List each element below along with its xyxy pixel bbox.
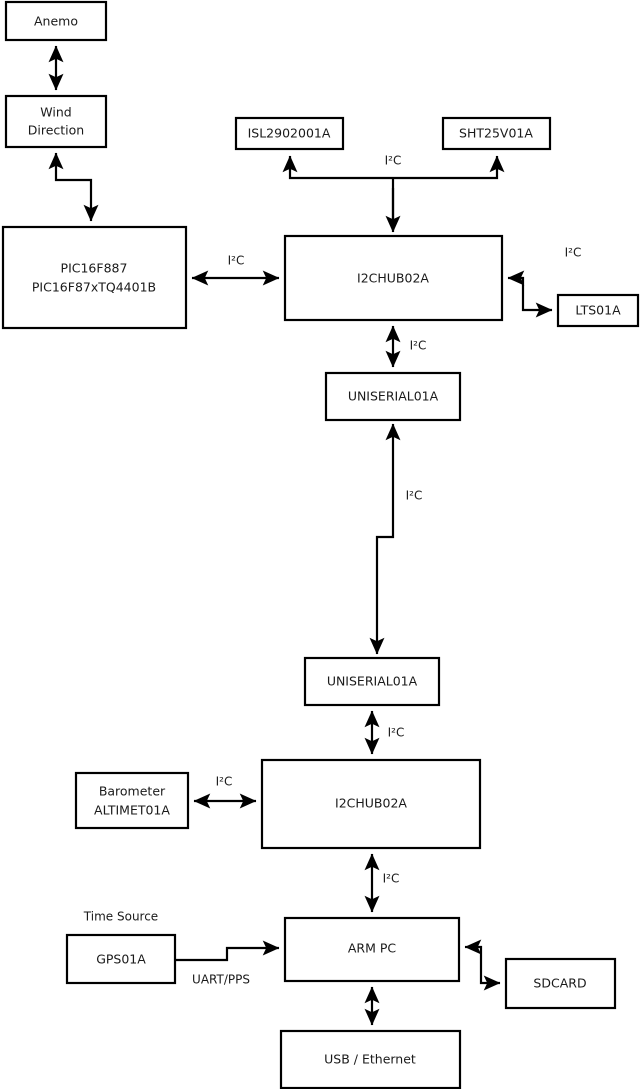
- node-label-uniserial-upper: UNISERIAL01A: [348, 389, 439, 404]
- edge-i2chub-top-uniserial-upper: I²C: [385, 325, 427, 368]
- edge-i2chub-bottom-arm-pc: I²C: [364, 853, 400, 913]
- node-barometer[interactable]: Barometer ALTIMET01A: [74, 771, 190, 830]
- edge-label-hub-sensors: I²C: [385, 154, 402, 168]
- node-sdcard[interactable]: SDCARD: [504, 957, 617, 1010]
- edge-line-to-lts: [513, 276, 553, 318]
- node-box[interactable]: [324, 371, 462, 422]
- edge-line: [48, 152, 99, 222]
- edge-arm-pc-sdcard: [464, 939, 501, 991]
- edge-uniserial-upper-lower: I²C: [369, 423, 423, 655]
- node-arm-pc[interactable]: ARM PC: [283, 916, 461, 983]
- edge-label-hub2-arm: I²C: [383, 872, 400, 886]
- edge-barometer-i2chub-bottom: I²C: [193, 775, 257, 809]
- edge-label-hub-uniserial-up: I²C: [410, 339, 427, 353]
- edge-label-barometer-hub2: I²C: [216, 775, 233, 789]
- node-box[interactable]: [303, 656, 441, 707]
- node-box[interactable]: [4, 94, 108, 149]
- edge-line-to-sht: [393, 160, 499, 180]
- node-box[interactable]: [441, 116, 552, 151]
- node-box[interactable]: [556, 293, 640, 328]
- node-box[interactable]: [65, 933, 177, 985]
- node-sht25v01a[interactable]: SHT25V01A: [441, 116, 552, 151]
- node-usb-ethernet[interactable]: USB / Ethernet: [279, 1029, 462, 1089]
- edge-wind-direction-pic: [48, 152, 99, 222]
- edge-i2chub-top-lts: I²C: [507, 246, 582, 318]
- node-label-wind-direction-line2: Direction: [28, 123, 84, 138]
- edge-pic-i2chub-top: I²C: [191, 254, 280, 286]
- node-box[interactable]: [279, 1029, 462, 1089]
- node-box[interactable]: [260, 758, 482, 850]
- edge-label-pic-hub: I²C: [228, 254, 245, 268]
- edge-line-to-isl: [288, 160, 393, 180]
- node-label-i2chub-top: I2CHUB02A: [357, 271, 429, 286]
- edge-line-to-sdcard: [470, 945, 501, 991]
- edge-i2chub-top-sensors: I²C: [282, 154, 505, 233]
- node-i2chub02a-top[interactable]: I2CHUB02A: [283, 234, 504, 322]
- edge-label-gps-arm: UART/PPS: [192, 973, 250, 987]
- node-label-wind-direction-line1: Wind: [40, 105, 71, 120]
- node-label-i2chub-bottom: I2CHUB02A: [335, 796, 407, 811]
- node-label-arm-pc: ARM PC: [348, 941, 397, 956]
- node-label-lts: LTS01A: [575, 303, 621, 318]
- edge-line: [375, 426, 395, 652]
- node-wind-direction[interactable]: Wind Direction: [4, 94, 108, 149]
- node-box[interactable]: [74, 771, 190, 830]
- node-pic16f887[interactable]: PIC16F887 PIC16F87xTQ4401B: [1, 225, 188, 330]
- node-box[interactable]: [1, 225, 188, 330]
- node-label-pic-line2: PIC16F87xTQ4401B: [32, 280, 156, 295]
- node-uniserial01a-lower[interactable]: UNISERIAL01A: [303, 656, 441, 707]
- edge-label-uniserial-link: I²C: [406, 489, 423, 503]
- edge-gps-arm-pc: UART/PPS: [175, 940, 280, 987]
- node-label-barometer-line2: ALTIMET01A: [94, 803, 170, 818]
- edge-label-hub-lts: I²C: [565, 246, 582, 260]
- node-label-uniserial-lower: UNISERIAL01A: [327, 674, 418, 689]
- node-label-barometer-line1: Barometer: [99, 784, 166, 799]
- node-label-sdcard: SDCARD: [533, 976, 586, 991]
- node-box[interactable]: [283, 916, 461, 983]
- node-label-anemo: Anemo: [34, 14, 78, 29]
- node-label-gps: GPS01A: [96, 952, 146, 967]
- node-box[interactable]: [234, 116, 345, 151]
- node-box[interactable]: [283, 234, 504, 322]
- node-lts01a[interactable]: LTS01A: [556, 293, 640, 328]
- node-label-isl: ISL2902001A: [248, 126, 331, 141]
- node-gps01a[interactable]: GPS01A: [65, 933, 177, 985]
- node-label-usb-ethernet: USB / Ethernet: [324, 1052, 416, 1067]
- edge-line: [175, 940, 280, 962]
- node-label-sht: SHT25V01A: [459, 126, 533, 141]
- node-box[interactable]: [504, 957, 617, 1010]
- annotation-time-source: Time Source: [83, 910, 158, 924]
- node-box[interactable]: [4, 0, 108, 42]
- node-anemo[interactable]: Anemo: [4, 0, 108, 42]
- node-uniserial01a-upper[interactable]: UNISERIAL01A: [324, 371, 462, 422]
- node-i2chub02a-bottom[interactable]: I2CHUB02A: [260, 758, 482, 850]
- edge-label-uniserial-hub2: I²C: [388, 726, 405, 740]
- edge-uniserial-lower-i2chub-bottom: I²C: [364, 710, 405, 755]
- node-label-pic-line1: PIC16F887: [61, 261, 128, 276]
- node-isl2902001a[interactable]: ISL2902001A: [234, 116, 345, 151]
